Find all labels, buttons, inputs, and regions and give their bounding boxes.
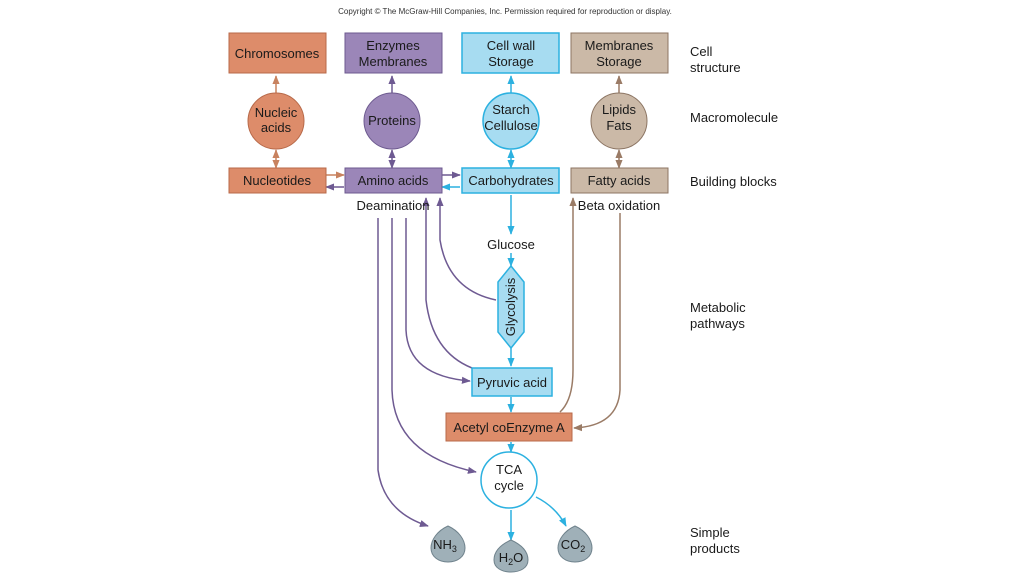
h2o-drop: [493, 539, 529, 573]
arrow-amino-pyruvic: [405, 218, 471, 384]
fats-label: Fats: [606, 118, 632, 133]
arrow-tca-nh3: [377, 218, 429, 527]
enzymes-membranes-box: [344, 32, 443, 74]
cellulose-label: Cellulose: [484, 118, 537, 133]
proteins-circle: [363, 92, 421, 150]
enzymes-label: Enzymes: [366, 38, 420, 53]
row-label-structure: structure: [690, 60, 741, 75]
acetyl-coa-box: [445, 412, 573, 442]
glycolysis-shape: [497, 264, 525, 350]
membranes-storage-box: [570, 32, 669, 74]
lipids-fats-circle: [590, 92, 648, 150]
fatty-acids-box: [570, 167, 669, 194]
arrow-tca-co2: [535, 496, 567, 527]
tca-cycle-circle: [480, 451, 538, 509]
row-label-metabolic: Metabolic: [690, 300, 746, 315]
arrow-amino-tca: [391, 218, 477, 474]
nucleotides-label: Nucleotides: [243, 173, 311, 188]
co2-drop: [557, 525, 593, 563]
deamination-label: Deamination: [357, 198, 430, 213]
row-labels: Cell structure Macromolecule Building bl…: [690, 44, 778, 556]
nucleic-acids-circle: [247, 92, 305, 150]
pyruvic-acid-label: Pyruvic acid: [477, 375, 547, 390]
starch-label: Starch: [492, 102, 530, 117]
nucleic-label: Nucleic: [255, 105, 298, 120]
lipids-label: Lipids: [602, 102, 636, 117]
connectors: [272, 75, 623, 541]
arrow-fatty-acetyl: [573, 213, 621, 432]
acetyl-coa-label: Acetyl coEnzyme A: [453, 420, 565, 435]
products: NH3 H2O CO2: [430, 525, 593, 573]
amino-acids-box: [344, 167, 443, 194]
arrow-glycolysis-amino: [436, 197, 497, 301]
starch-cellulose-circle: [482, 92, 540, 150]
row-label-products: products: [690, 541, 740, 556]
fatty-acids-label: Fatty acids: [588, 173, 651, 188]
macromolecule-row: Nucleic acids Proteins Starch Cellulose …: [247, 92, 648, 150]
pyruvic-acid-box: [471, 367, 553, 397]
chromosomes-label: Chromosomes: [235, 46, 320, 61]
glucose-label: Glucose: [487, 237, 535, 252]
carbohydrates-label: Carbohydrates: [468, 173, 554, 188]
acids-label: acids: [261, 120, 292, 135]
h2o-label: H2O: [499, 550, 524, 567]
arrow-pyruvic-amino: [422, 197, 473, 369]
cycle-label: cycle: [494, 478, 524, 493]
nucleotides-box: [228, 167, 327, 194]
membranes-label: Membranes: [359, 54, 428, 69]
row-label-macromolecule: Macromolecule: [690, 110, 778, 125]
arrow-acetyl-fatty: [559, 197, 577, 413]
cellwall-label: Cell wall: [487, 38, 536, 53]
amino-acids-label: Amino acids: [358, 173, 429, 188]
storage-lipid-label: Storage: [596, 54, 642, 69]
membranes-lipid-label: Membranes: [585, 38, 654, 53]
cellwall-storage-box: [461, 32, 560, 74]
proteins-label: Proteins: [368, 113, 416, 128]
tca-label: TCA: [496, 462, 522, 477]
cell-structure-row: Chromosomes Enzymes Membranes Cell wall …: [228, 32, 669, 74]
building-blocks-row: Nucleotides Amino acids Carbohydrates Fa…: [228, 167, 669, 194]
row-label-simple: Simple: [690, 525, 730, 540]
nh3-drop: [430, 525, 466, 563]
pathways: Deamination Beta oxidation Glucose Glyco…: [357, 198, 660, 509]
carbohydrates-box: [461, 167, 560, 194]
chromosomes-box: [228, 32, 327, 74]
copyright-text: Copyright © The McGraw-Hill Companies, I…: [338, 7, 672, 16]
beta-oxidation-label: Beta oxidation: [578, 198, 660, 213]
row-label-cell: Cell: [690, 44, 713, 59]
co2-label: CO2: [561, 537, 586, 554]
storage-label: Storage: [488, 54, 534, 69]
nh3-label: NH3: [433, 537, 457, 554]
glycolysis-label: Glycolysis: [503, 277, 518, 336]
row-label-building-blocks: Building blocks: [690, 174, 777, 189]
row-label-pathways: pathways: [690, 316, 745, 331]
